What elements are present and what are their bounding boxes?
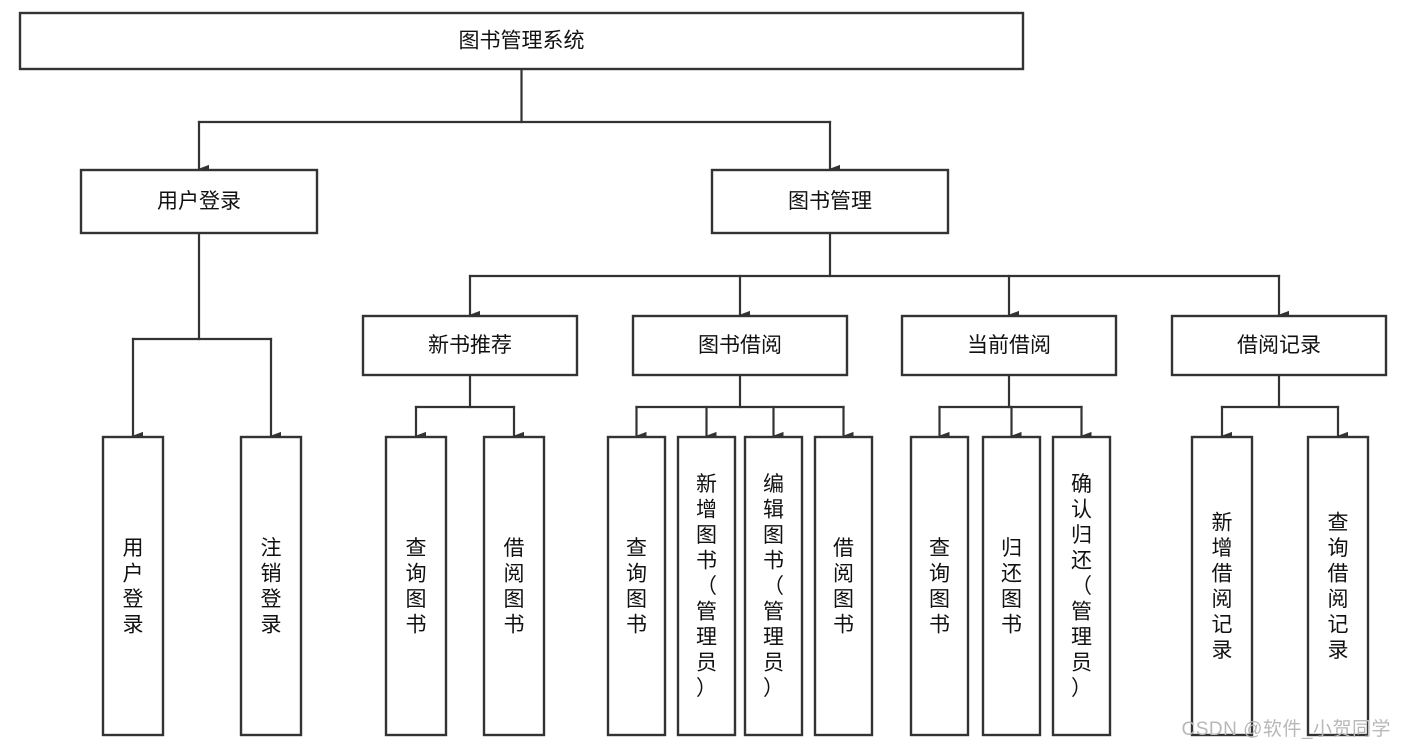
node-label-borrow-record: 借阅记录 [1237, 334, 1321, 357]
node-current-borrow[interactable]: 当前借阅 [900, 314, 1118, 377]
node-leaf-query-book-current[interactable]: 查询图书 [909, 435, 970, 737]
node-box-borrow-record [1170, 314, 1388, 377]
edge-group-from-current-borrow [938, 373, 1092, 441]
node-box-user-login [79, 168, 319, 235]
node-label-leaf-return-book: 归还图书 [1001, 537, 1022, 637]
node-leaf-user-login[interactable]: 用户登录 [101, 435, 165, 737]
node-label-leaf-add-book: 新增图书（管理员） [696, 473, 717, 700]
node-label-book-manage: 图书管理 [788, 190, 872, 213]
node-label-leaf-logout: 注销登录 [261, 537, 282, 637]
node-label-leaf-add-borrow-record: 新增借阅记录 [1212, 511, 1233, 662]
csdn-watermark: CSDN @软件_小贺同学 [1181, 719, 1391, 740]
node-box-new-book-recommend [361, 314, 579, 377]
node-book-borrow[interactable]: 图书借阅 [631, 314, 849, 377]
node-label-leaf-user-login: 用户登录 [123, 537, 144, 637]
node-label-root: 图书管理系统 [459, 30, 585, 53]
node-leaf-return-book[interactable]: 归还图书 [981, 435, 1042, 737]
node-box-leaf-logout [239, 435, 303, 737]
node-box-leaf-add-borrow-record [1190, 435, 1254, 737]
node-box-book-manage [710, 168, 950, 235]
node-box-leaf-query-book-current [909, 435, 970, 737]
node-new-book-recommend[interactable]: 新书推荐 [361, 314, 579, 377]
node-box-leaf-query-book-borrow [606, 435, 667, 737]
node-box-leaf-borrow-book [813, 435, 874, 737]
node-box-book-borrow [631, 314, 849, 377]
node-label-leaf-query-book-current: 查询图书 [929, 537, 950, 637]
edges-layer [131, 67, 1348, 441]
node-box-leaf-query-book-recommend [384, 435, 448, 737]
node-root[interactable]: 图书管理系统 [18, 11, 1025, 71]
node-leaf-query-borrow-record[interactable]: 查询借阅记录 [1306, 435, 1370, 737]
node-label-leaf-query-book-borrow: 查询图书 [626, 537, 647, 637]
node-box-root [18, 11, 1025, 71]
node-leaf-query-book-recommend[interactable]: 查询图书 [384, 435, 448, 737]
edge-group-from-user-login [131, 231, 281, 441]
node-leaf-logout[interactable]: 注销登录 [239, 435, 303, 737]
node-leaf-query-book-borrow[interactable]: 查询图书 [606, 435, 667, 737]
node-leaf-borrow-book[interactable]: 借阅图书 [813, 435, 874, 737]
node-label-user-login: 用户登录 [157, 190, 241, 213]
node-box-leaf-confirm-return [1051, 435, 1112, 737]
node-leaf-add-book[interactable]: 新增图书（管理员） [676, 435, 737, 737]
node-box-current-borrow [900, 314, 1118, 377]
node-box-leaf-add-book [676, 435, 737, 737]
edge-group-from-borrow-record [1220, 373, 1348, 441]
node-leaf-edit-book[interactable]: 编辑图书（管理员） [743, 435, 804, 737]
node-user-login[interactable]: 用户登录 [79, 168, 319, 235]
node-box-leaf-borrow-book-recommend [482, 435, 546, 737]
edge-group-from-root [197, 67, 840, 174]
edge-group-from-book-borrow [635, 373, 854, 441]
node-label-leaf-borrow-book: 借阅图书 [833, 537, 854, 637]
node-box-leaf-user-login [101, 435, 165, 737]
node-book-manage[interactable]: 图书管理 [710, 168, 950, 235]
node-leaf-add-borrow-record[interactable]: 新增借阅记录 [1190, 435, 1254, 737]
edge-group-from-book-manage [468, 231, 1289, 320]
node-box-leaf-edit-book [743, 435, 804, 737]
node-box-leaf-return-book [981, 435, 1042, 737]
node-label-book-borrow: 图书借阅 [698, 334, 782, 357]
node-box-leaf-query-borrow-record [1306, 435, 1370, 737]
node-label-leaf-confirm-return: 确认归还（管理员） [1071, 473, 1092, 700]
node-label-new-book-recommend: 新书推荐 [428, 334, 512, 357]
node-borrow-record[interactable]: 借阅记录 [1170, 314, 1388, 377]
node-label-current-borrow: 当前借阅 [967, 334, 1051, 357]
edge-group-from-new-book-recommend [414, 373, 524, 441]
node-label-leaf-query-book-recommend: 查询图书 [406, 537, 427, 637]
node-leaf-confirm-return[interactable]: 确认归还（管理员） [1051, 435, 1112, 737]
node-label-leaf-edit-book: 编辑图书（管理员） [763, 473, 784, 700]
node-label-leaf-query-borrow-record: 查询借阅记录 [1328, 511, 1349, 662]
node-leaf-borrow-book-recommend[interactable]: 借阅图书 [482, 435, 546, 737]
node-label-leaf-borrow-book-recommend: 借阅图书 [504, 537, 525, 637]
nodes-layer: 图书管理系统用户登录图书管理新书推荐图书借阅当前借阅借阅记录用户登录注销登录查询… [18, 11, 1388, 737]
